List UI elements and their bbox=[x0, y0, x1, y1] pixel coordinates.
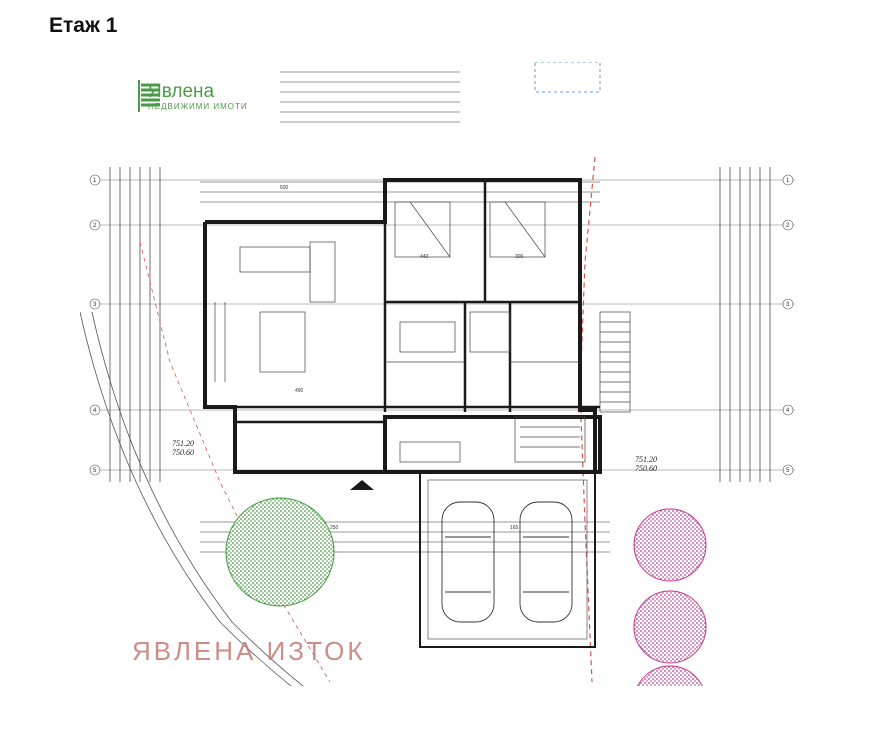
axis-label: 5 bbox=[93, 468, 97, 474]
blue-dashed-zone bbox=[534, 62, 601, 93]
dimension-mark: 440 bbox=[420, 254, 429, 260]
entrance-arrow-icon bbox=[350, 480, 374, 490]
axis-bubbles: 1 2 3 4 5 1 2 3 4 5 bbox=[89, 174, 794, 476]
tree-magenta-icon bbox=[633, 590, 707, 664]
level-mark: 750.60 bbox=[172, 448, 194, 457]
car-icon bbox=[441, 501, 495, 623]
room-details bbox=[214, 201, 586, 463]
exterior-stairs bbox=[599, 311, 631, 413]
floor-plan: 1 2 3 4 5 1 2 3 4 5 751.20 750.60 751.20… bbox=[80, 62, 840, 686]
site-curve bbox=[80, 311, 292, 686]
axis-label: 3 bbox=[93, 302, 97, 308]
car-icon bbox=[519, 501, 573, 623]
brand-logo-icon bbox=[141, 83, 160, 107]
interior-walls bbox=[205, 180, 600, 424]
level-mark: 751.20 bbox=[172, 439, 194, 448]
tree-green-icon bbox=[225, 497, 335, 607]
site-boundary-line bbox=[139, 241, 331, 683]
brand-subtitle: НЕДВИЖИМИ ИМОТИ bbox=[148, 101, 248, 111]
garage bbox=[200, 471, 610, 648]
dimension-chains-left bbox=[109, 167, 161, 482]
level-marks: 751.20 750.60 751.20 750.60 bbox=[172, 439, 657, 473]
axis-label: 4 bbox=[786, 408, 790, 414]
axis-label: 2 bbox=[786, 223, 790, 229]
tree-magenta-icon bbox=[633, 508, 707, 582]
dimension-chains-right bbox=[719, 167, 771, 482]
axis-label: 1 bbox=[786, 178, 790, 184]
exterior-walls bbox=[203, 178, 602, 474]
axis-label: 3 bbox=[786, 302, 790, 308]
grid-axes bbox=[94, 179, 795, 471]
dimension-mark: 165 bbox=[510, 525, 519, 531]
dimension-mark: 300 bbox=[515, 254, 524, 260]
watermark: ЯВЛЕНА ИЗТОК bbox=[132, 636, 366, 666]
axis-label: 2 bbox=[93, 223, 97, 229]
page-title: Етаж 1 bbox=[49, 14, 118, 37]
dimension-mark: 490 bbox=[295, 388, 304, 394]
dimension-chains-top bbox=[200, 71, 600, 203]
level-mark: 751.20 bbox=[635, 455, 657, 464]
property-boundary-line bbox=[579, 156, 596, 683]
tree-magenta-icon bbox=[637, 665, 703, 686]
level-mark: 750.60 bbox=[635, 464, 657, 473]
floor-plan-drawing: 1 2 3 4 5 1 2 3 4 5 751.20 750.60 751.20… bbox=[80, 62, 795, 686]
dimension-mark: 250 bbox=[330, 525, 339, 531]
brand-divider bbox=[138, 80, 140, 112]
axis-label: 5 bbox=[786, 468, 790, 474]
brand-logo-block: Явлена НЕДВИЖИМИ ИМОТИ bbox=[138, 80, 248, 112]
brand-text: Явлена НЕДВИЖИМИ ИМОТИ bbox=[148, 82, 248, 111]
dimension-mark: 600 bbox=[280, 185, 289, 191]
site-curve-inner bbox=[91, 311, 304, 686]
axis-label: 1 bbox=[93, 178, 97, 184]
dimension-numbers: 600 490 440 300 250 165 bbox=[280, 185, 524, 531]
axis-label: 4 bbox=[93, 408, 97, 414]
brand-name: Явлена bbox=[148, 80, 215, 102]
